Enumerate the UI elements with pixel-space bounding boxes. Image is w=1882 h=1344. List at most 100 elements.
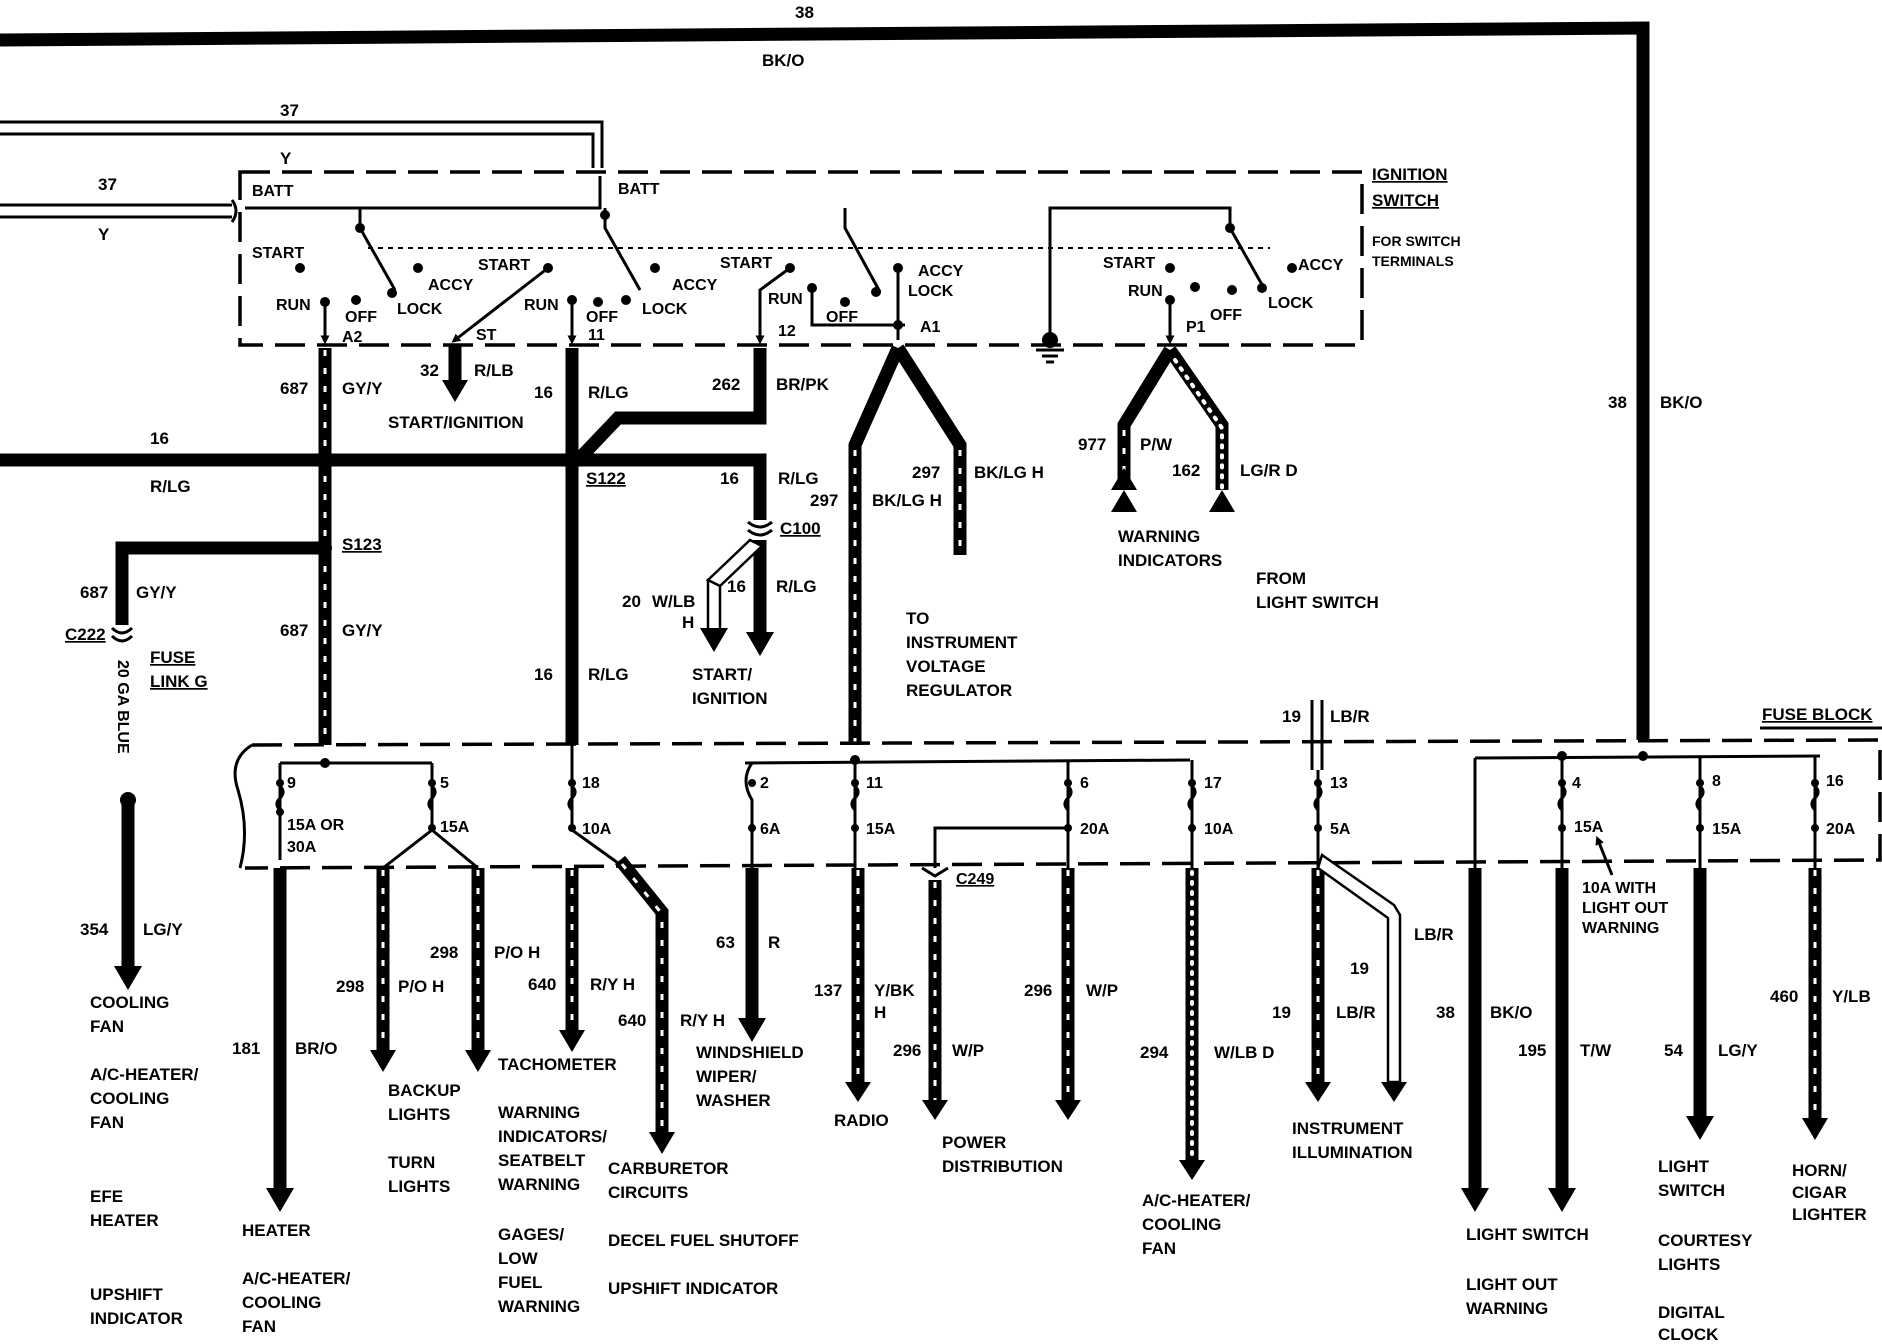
dest-label: WIPER/ [696,1067,757,1086]
wire-181: 181 BR/O [232,868,338,1212]
off-label: OFF [1210,307,1242,324]
wire-195: 195 T/W [1518,868,1612,1212]
wire-suffix: H [682,613,694,632]
wire-color: W/LB [652,592,695,611]
dest-label: SEATBELT [498,1151,586,1170]
wire-num: 38 [1608,393,1627,412]
fuse-block-title: FUSE BLOCK [1762,705,1873,724]
fuse-num: 11 [866,775,883,792]
dest-label: FAN [90,1017,124,1036]
wire-num: 687 [80,583,108,602]
wire-640-b: 640 R/Y H [614,855,725,1154]
dest-label: TACHOMETER [498,1055,617,1074]
fuse-link-gauge: 20 GA BLUE [114,660,131,754]
wire-color: R/LB [474,361,514,380]
dest-label: REGULATOR [906,681,1012,700]
dest-label: WARNING [498,1297,580,1316]
wire-num: 37 [98,175,117,194]
wire-color: P/O H [494,943,540,962]
ignition-title: IGNITION [1372,165,1448,184]
terminal-12: 12 [778,323,796,340]
accy-label: ACCY [672,277,718,294]
dest-label: IGNITION [692,689,768,708]
dest-label: WARNING [498,1175,580,1194]
dest-label: UPSHIFT INDICATOR [608,1279,778,1298]
dest-label: BACKUP [388,1081,461,1100]
start-label: START [252,245,304,262]
dest-label: INDICATORS/ [498,1127,607,1146]
start-label: START [1103,255,1155,272]
dest-label: LOW [498,1249,539,1268]
ignition-note: FOR SWITCH [1372,233,1461,249]
wire-color: W/P [1086,981,1118,1000]
wire-num: 16 [727,577,746,596]
dest-label: FUEL [498,1273,542,1292]
wire-color: BR/O [295,1039,338,1058]
dest-label: A/C-HEATER/ [242,1269,351,1288]
fuse-rating: 30A [287,839,317,856]
fuse-rating: 15A [866,821,896,838]
splice-s122: S122 [586,469,626,488]
terminal-a1: A1 [920,319,941,336]
fuse-rating: 20A [1080,821,1110,838]
wire-color: LB/R [1336,1003,1376,1022]
dest-label: INDICATOR [90,1309,183,1328]
dest-label: CIRCUITS [608,1183,688,1202]
wire-296-a: C249 296 W/P [893,866,994,1120]
wire-num: 296 [893,1041,921,1060]
fuse-rating: 15A [1712,821,1742,838]
dest-label: CLOCK [1658,1325,1719,1344]
dest-label: WARNING [498,1103,580,1122]
start-label: START [720,255,772,272]
wire-color: BK/LG H [872,491,942,510]
wire-298-a: 298 P/O H [336,868,444,1072]
dest-label: WINDSHIELD [696,1043,804,1062]
wire-num: 297 [810,491,838,510]
dest-label: INDICATORS [1118,551,1222,570]
wire-num: 38 [795,3,814,22]
wire-num: 262 [712,375,740,394]
wire-color: R [768,933,780,952]
dest-label: UPSHIFT [90,1285,163,1304]
dest-label: COOLING [1142,1215,1221,1234]
fuse-num: 16 [1826,773,1844,790]
wire-num: 297 [912,463,940,482]
dest-label: HEATER [242,1221,311,1240]
st-label: ST [476,327,497,344]
wire-num: 162 [1172,461,1200,480]
fuse-rating: 15A [440,819,470,836]
wire-num: 640 [528,975,556,994]
run-label: RUN [1128,283,1163,300]
ignition-note: TERMINALS [1372,253,1454,269]
wire-color: LB/R [1330,707,1370,726]
wire-color: W/P [952,1041,984,1060]
wire-num: 977 [1078,435,1106,454]
wire-color: LG/R D [1240,461,1298,480]
wire-color: R/Y H [680,1011,725,1030]
wire-137: 137 Y/BK H [814,868,915,1102]
wire-color: R/LG [588,383,629,402]
wire-color: Y [98,225,110,244]
dest-label: COOLING [242,1293,321,1312]
wire-color: BK/O [1660,393,1703,412]
batt-label: BATT [618,181,660,198]
accy-label: ACCY [428,277,474,294]
off-label: OFF [826,309,858,326]
fuse-num: 13 [1330,775,1348,792]
wire-num: 19 [1282,707,1301,726]
fuse-num: 5 [440,775,449,792]
fuse-rating: 5A [1330,821,1351,838]
connector-c100: C100 20 W/LB H 16 R/LG START/ IGNITION [622,519,821,708]
wire-color: P/O H [398,977,444,996]
dest-label: DISTRIBUTION [942,1157,1063,1176]
wire-298-b: 298 P/O H [430,868,540,1072]
dest-label: COOLING [90,993,169,1012]
fuse-13: 13 5A [1313,770,1351,868]
wire-color: Y [280,149,292,168]
wire-num: 19 [1272,1003,1291,1022]
dest-label: DIGITAL [1658,1303,1725,1322]
wire-32: 32 R/LB START/IGNITION [388,345,524,432]
start-label: START [478,257,530,274]
wire-color: GY/Y [342,379,383,398]
wire-640-a: 640 R/Y H [528,868,635,1052]
